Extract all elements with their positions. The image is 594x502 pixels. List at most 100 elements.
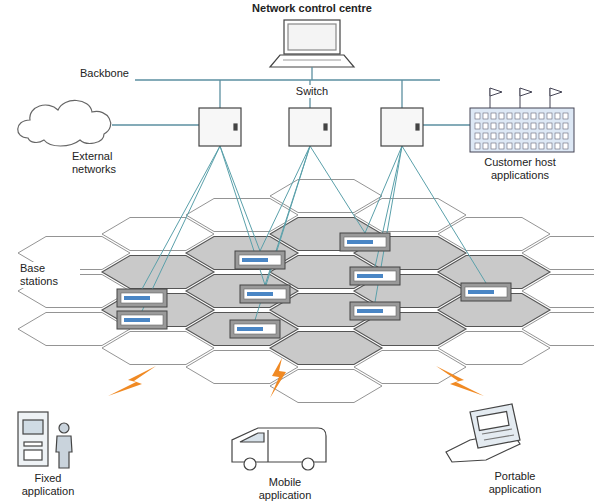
building-window — [515, 123, 520, 129]
base-station-panel — [242, 258, 268, 262]
base-station-panel — [357, 274, 383, 278]
building-window — [539, 133, 544, 139]
building-window — [547, 133, 552, 139]
building-window — [475, 113, 480, 119]
link-line — [402, 146, 486, 283]
base-station-panel — [124, 318, 150, 322]
cell-hexagon — [270, 370, 382, 403]
cell-hexagon — [270, 180, 382, 213]
link-line — [220, 146, 260, 251]
caption-label: Base stations — [18, 262, 80, 288]
portable-terminal-icon — [446, 404, 520, 462]
building-window — [491, 143, 496, 149]
base-station-box — [117, 311, 167, 329]
building-window — [515, 133, 520, 139]
building-window — [483, 133, 488, 139]
base-station-box — [230, 320, 280, 338]
cell-hexagon — [438, 218, 550, 251]
link-line — [142, 146, 220, 289]
base-station-unit — [354, 306, 396, 316]
cell-hexagon — [186, 237, 298, 270]
building-window — [539, 113, 544, 119]
caption-label: Portable application — [474, 470, 556, 496]
base-station-unit — [344, 237, 386, 247]
building-window — [563, 133, 568, 139]
building-window — [515, 113, 520, 119]
base-station-panel — [357, 309, 383, 313]
cell-hexagon — [186, 313, 298, 346]
building-window — [515, 143, 520, 149]
cell-hexagon — [186, 275, 298, 308]
building-window — [539, 143, 544, 149]
caption-label: Fixed application — [10, 472, 86, 498]
link-line — [365, 146, 402, 233]
building-window — [555, 143, 560, 149]
building-window — [555, 123, 560, 129]
cell-hexagon — [18, 313, 130, 346]
building-window — [491, 113, 496, 119]
base-station-box — [461, 283, 511, 301]
laptop-icon — [270, 20, 354, 67]
base-station-unit — [354, 271, 396, 281]
cell-hexagon — [438, 332, 550, 365]
building-window — [483, 143, 488, 149]
caption-label: Customer host applications — [468, 156, 572, 182]
building-window — [499, 113, 504, 119]
building-window — [523, 133, 528, 139]
base-station-box — [235, 251, 285, 269]
radio-bolts — [108, 358, 484, 398]
building-window — [523, 113, 528, 119]
cell-hexagon — [354, 199, 466, 232]
cell-hexagon — [522, 313, 594, 346]
cell-hexagon — [270, 332, 382, 365]
building-window — [499, 143, 504, 149]
base-station-box — [350, 267, 400, 285]
building-window — [531, 143, 536, 149]
building-window — [507, 143, 512, 149]
building-window — [507, 133, 512, 139]
link-line — [310, 146, 365, 233]
base-station-panel — [468, 290, 494, 294]
building-window — [531, 133, 536, 139]
cell-grid — [18, 180, 594, 403]
building-window — [483, 113, 488, 119]
base-station-panel — [347, 240, 373, 244]
base-station-box — [350, 302, 400, 320]
building-window — [491, 123, 496, 129]
cell-hexagon — [102, 218, 214, 251]
base-station-unit — [239, 255, 281, 265]
cloud-shape — [18, 100, 111, 146]
van-icon — [232, 428, 326, 470]
link-line — [260, 146, 310, 251]
building-window — [547, 113, 552, 119]
building-window — [547, 143, 552, 149]
building-window — [475, 143, 480, 149]
building-icon — [470, 88, 574, 152]
caption-label: Network control centre — [222, 2, 402, 15]
building-window — [499, 123, 504, 129]
base-station-unit — [244, 289, 286, 299]
building-window — [563, 113, 568, 119]
building-window — [555, 133, 560, 139]
caption-label: External networks — [72, 150, 134, 176]
building-window — [499, 133, 504, 139]
building-window — [547, 123, 552, 129]
building-window — [539, 123, 544, 129]
base-station-box — [117, 289, 167, 307]
caption-label: Switch — [290, 85, 334, 98]
building-window — [507, 113, 512, 119]
building-window — [563, 123, 568, 129]
base-station-unit — [121, 315, 163, 325]
link-line — [142, 146, 220, 311]
switch-links — [142, 146, 486, 320]
base-station-panel — [237, 327, 263, 331]
building-window — [483, 123, 488, 129]
switch-boxes — [199, 108, 423, 146]
caption-label: Mobile application — [246, 476, 324, 502]
base-station-box — [340, 233, 390, 251]
base-station-panel — [247, 292, 273, 296]
building-window — [555, 113, 560, 119]
cell-hexagon — [522, 237, 594, 270]
base-station-unit — [465, 287, 507, 297]
